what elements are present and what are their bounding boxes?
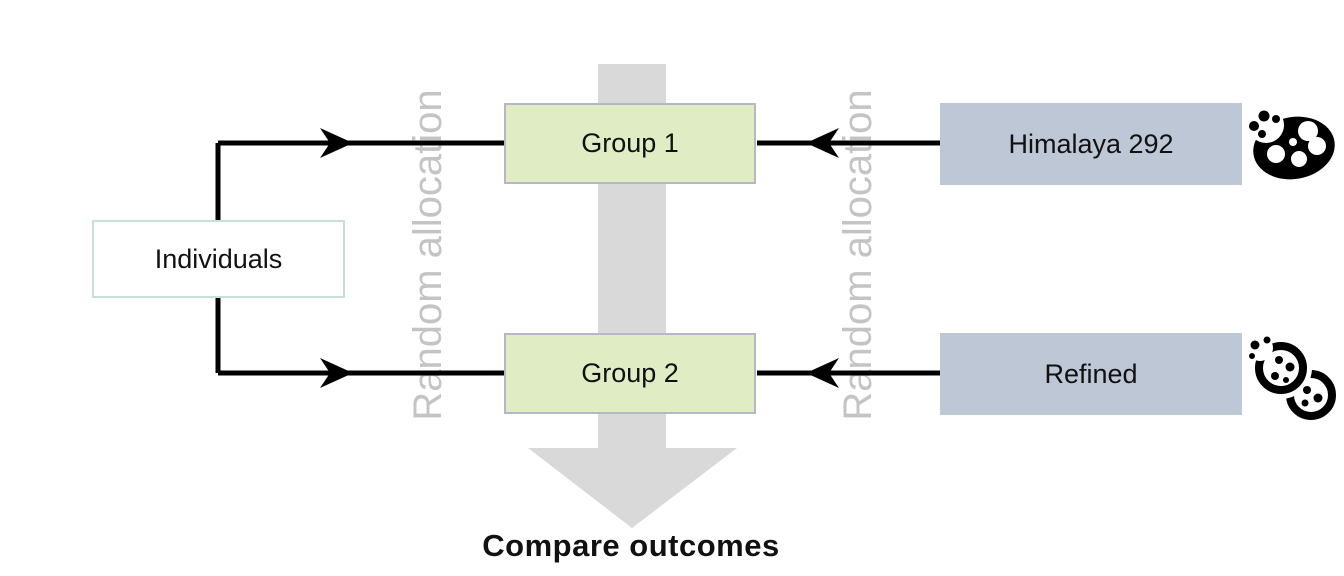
arrowhead-right-bottom-icon bbox=[320, 358, 353, 388]
group-2-label: Group 2 bbox=[581, 358, 679, 388]
arrowhead-left-bottom-icon bbox=[806, 358, 839, 388]
cookie-pair-outline-icon bbox=[1248, 336, 1336, 420]
treatment-refined-box: Refined bbox=[940, 333, 1242, 415]
treatment-himalaya-label: Himalaya 292 bbox=[1008, 128, 1174, 159]
compare-outcomes-label: Compare outcomes bbox=[482, 528, 780, 563]
group-2-box: Group 2 bbox=[504, 333, 756, 414]
group-1-label: Group 1 bbox=[581, 128, 679, 158]
group-1-box: Group 1 bbox=[504, 103, 756, 184]
treatment-himalaya-box: Himalaya 292 bbox=[940, 103, 1242, 185]
individuals-label: Individuals bbox=[154, 243, 283, 274]
bitten-cookie-solid-icon bbox=[1248, 107, 1335, 180]
treatment-refined-label: Refined bbox=[1044, 358, 1138, 389]
downward-flow-arrow-icon bbox=[528, 64, 737, 528]
arrowhead-right-top-icon bbox=[320, 128, 353, 158]
arrowhead-left-top-icon bbox=[806, 128, 839, 158]
individuals-box: Individuals bbox=[92, 220, 345, 298]
